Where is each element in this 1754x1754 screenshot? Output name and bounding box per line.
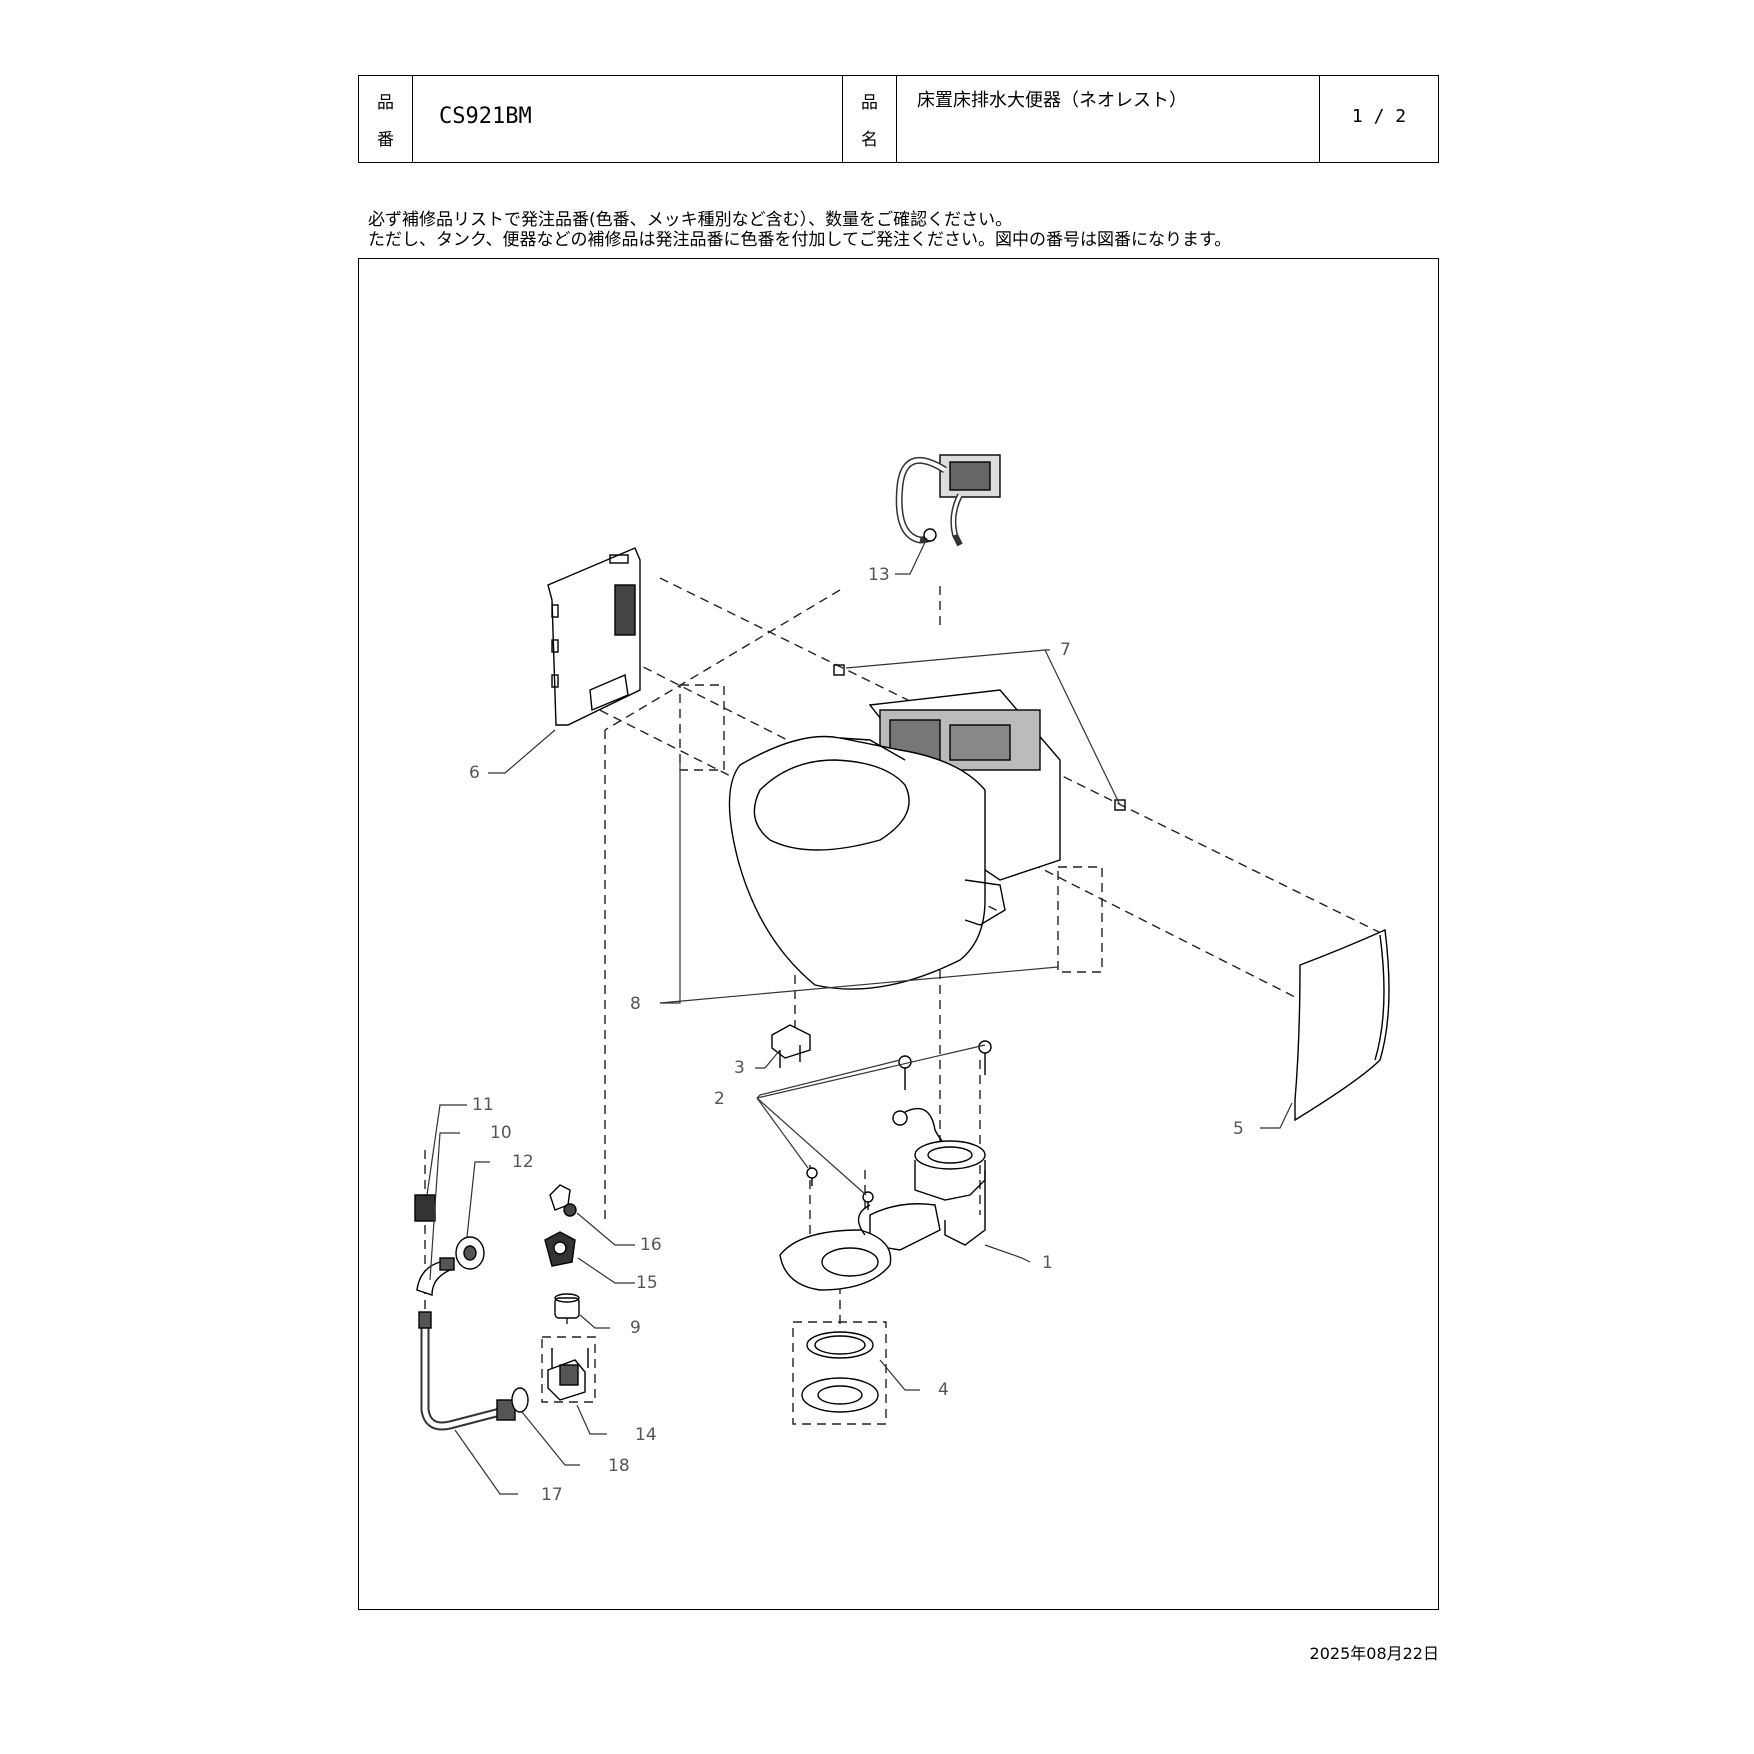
callout-13: 13 [868, 565, 890, 585]
drawing-frame [358, 258, 1439, 1610]
part-14-stop-valve [547, 1348, 589, 1401]
part-7-clip-b [1114, 799, 1126, 811]
code-label-2: 番 [377, 130, 394, 150]
callout-8: 8 [630, 994, 641, 1014]
part-12-escutcheon [455, 1236, 485, 1270]
part-6-side-panel [547, 547, 641, 726]
callout-1: 1 [1042, 1253, 1053, 1273]
callout-2: 2 [714, 1089, 725, 1109]
callout-5: 5 [1233, 1119, 1244, 1139]
code-label-cell: 品 番 [359, 76, 413, 162]
title-block: 品 番 CS921BM 品 名 床置床排水大便器（ネオレスト） 1 / 2 [358, 75, 1439, 163]
page-cell: 1 / 2 [1320, 76, 1438, 162]
part-7-clip-a [833, 664, 845, 676]
page-number: 1 / 2 [1351, 106, 1407, 127]
part-16-elbow [549, 1184, 577, 1217]
part-10-elbow [416, 1257, 455, 1296]
callout-11: 11 [472, 1095, 494, 1115]
part-11-nipple [414, 1194, 436, 1222]
note-line-1: 必ず補修品リストで発注品番(色番、メッキ種別など含む）、数量をご確認ください。 [368, 210, 1013, 230]
product-name: 床置床排水大便器（ネオレスト） [917, 90, 1187, 111]
part-4-seal-rings [801, 1331, 879, 1413]
code-cell: CS921BM [413, 76, 843, 162]
issue-date: 2025年08月22日 [1309, 1644, 1439, 1663]
callout-4: 4 [938, 1380, 949, 1400]
name-label-1: 品 [861, 93, 878, 113]
toilet-body [728, 689, 1061, 990]
leader-lines [426, 537, 1293, 1495]
part-17-supply-hose [418, 1311, 502, 1431]
part-5-side-panel [1294, 928, 1390, 1122]
part-13-valve-unit [895, 454, 1001, 547]
callout-6: 6 [469, 763, 480, 783]
callout-10: 10 [490, 1123, 512, 1143]
order-notes: 必ず補修品リストで発注品番(色番、メッキ種別など含む）、数量をご確認ください。 … [368, 210, 1231, 250]
callout-17: 17 [541, 1485, 563, 1505]
name-label-2: 名 [861, 130, 878, 150]
note-line-2: ただし、タンク、便器などの補修品は発注品番に色番を付加してご発注ください。図中の… [368, 230, 1232, 250]
part-9-nut [554, 1293, 580, 1319]
product-code: CS921BM [439, 104, 532, 129]
part-18-connector [496, 1387, 529, 1421]
callout-7: 7 [1060, 640, 1071, 660]
callout-3: 3 [734, 1058, 745, 1078]
name-cell: 床置床排水大便器（ネオレスト） [897, 76, 1320, 162]
code-label-1: 品 [377, 93, 394, 113]
part-1-drain-flange [779, 1140, 986, 1291]
name-label-cell: 品 名 [843, 76, 897, 162]
part-2-anchors [806, 1040, 992, 1210]
callout-12: 12 [512, 1152, 534, 1172]
callout-9: 9 [630, 1318, 641, 1338]
callout-numbers: 1 2 3 4 5 6 7 8 9 10 11 12 13 14 15 16 1… [469, 565, 1244, 1505]
part-3-bracket [771, 1024, 811, 1068]
callout-18: 18 [608, 1456, 630, 1476]
callout-14: 14 [635, 1425, 657, 1445]
part-15-valve [544, 1231, 576, 1267]
callout-16: 16 [640, 1235, 662, 1255]
callout-15: 15 [636, 1273, 658, 1293]
